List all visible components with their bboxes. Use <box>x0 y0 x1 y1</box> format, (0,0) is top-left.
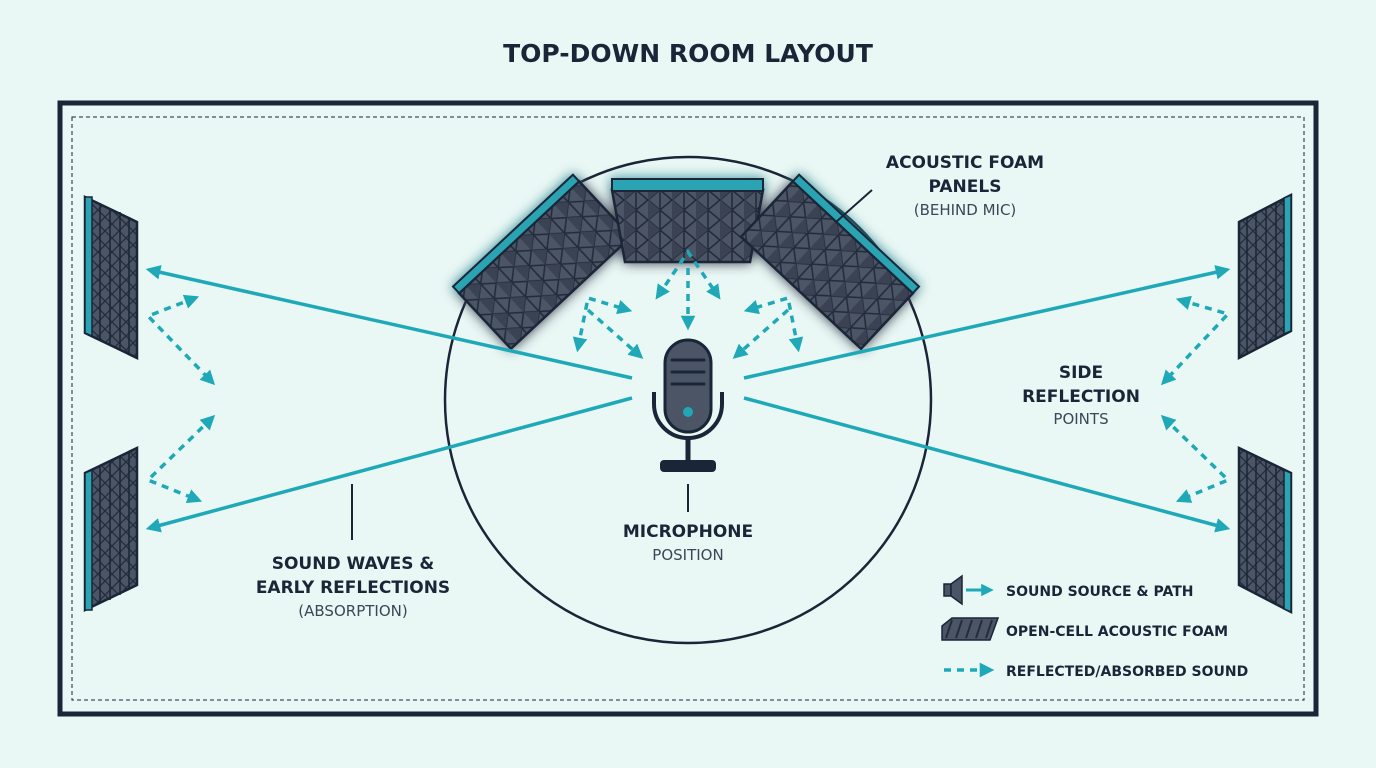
foam-panel-center <box>610 178 765 264</box>
foam-panel-wall-right-lower <box>1237 446 1293 615</box>
legend-label-foam: OPEN-CELL ACOUSTIC FOAM <box>1006 624 1228 640</box>
legend-item-source: SOUND SOURCE & PATH <box>943 574 1193 606</box>
foam-label-line1: ACOUSTIC FOAM <box>886 153 1044 173</box>
waves-label-sub: (ABSORPTION) <box>298 602 407 620</box>
foam-panel-wall-left-lower <box>83 446 139 612</box>
foam-label-sub: (BEHIND MIC) <box>914 201 1017 219</box>
direct-sound-paths <box>145 265 1231 533</box>
recording-zone-circle <box>443 155 933 645</box>
legend: SOUND SOURCE & PATH OPEN-CELL ACOUSTIC F… <box>941 574 1248 680</box>
side-label-line1: SIDE <box>1059 363 1103 383</box>
reflection-left-to-mic <box>586 308 644 359</box>
microphone-icon <box>652 338 724 472</box>
foam-panel-wall-left-upper <box>83 195 139 360</box>
diagram-title: TOP-DOWN ROOM LAYOUT <box>503 39 873 68</box>
reflected-sound-paths <box>144 248 1232 504</box>
legend-item-foam: OPEN-CELL ACOUSTIC FOAM <box>941 617 1228 641</box>
mic-label-line1: MICROPHONE <box>623 522 753 542</box>
reflection-right-to-mic <box>732 308 790 359</box>
reflection-right-panel <box>743 295 804 353</box>
foam-label-line2: PANELS <box>929 177 1002 197</box>
side-label-sub: POINTS <box>1053 410 1108 428</box>
reflection-left-panel <box>572 295 633 353</box>
room-inner-boundary <box>71 116 1305 701</box>
wave-path-upper-right <box>743 265 1231 380</box>
mic-label-sub: POSITION <box>652 546 723 564</box>
reflection-left-lower <box>144 414 216 504</box>
reflection-right-lower <box>1160 414 1232 503</box>
foam-panels-behind-mic <box>451 173 921 351</box>
foam-label-leader <box>835 189 873 223</box>
wave-path-upper-left <box>145 265 633 380</box>
reflection-left-upper <box>144 294 216 386</box>
foam-icon <box>941 617 1000 641</box>
side-label-line2: REFLECTION <box>1022 387 1140 407</box>
foam-panel-right <box>739 173 921 351</box>
legend-label-reflected: REFLECTED/ABSORBED SOUND <box>1006 664 1248 680</box>
waves-label-line2: EARLY REFLECTIONS <box>256 578 450 598</box>
reflection-right-upper <box>1160 295 1232 386</box>
legend-label-source: SOUND SOURCE & PATH <box>1006 584 1193 600</box>
speaker-icon <box>943 574 963 606</box>
room-outline <box>57 100 1319 717</box>
foam-panel-left <box>451 173 633 351</box>
wave-path-lower-right <box>743 396 1231 533</box>
waves-label-line1: SOUND WAVES & <box>272 554 435 574</box>
wave-path-lower-left <box>145 396 633 533</box>
reflection-center-1 <box>655 248 721 300</box>
foam-panel-wall-right-upper <box>1237 192 1293 361</box>
legend-item-reflected: REFLECTED/ABSORBED SOUND <box>944 662 1248 680</box>
